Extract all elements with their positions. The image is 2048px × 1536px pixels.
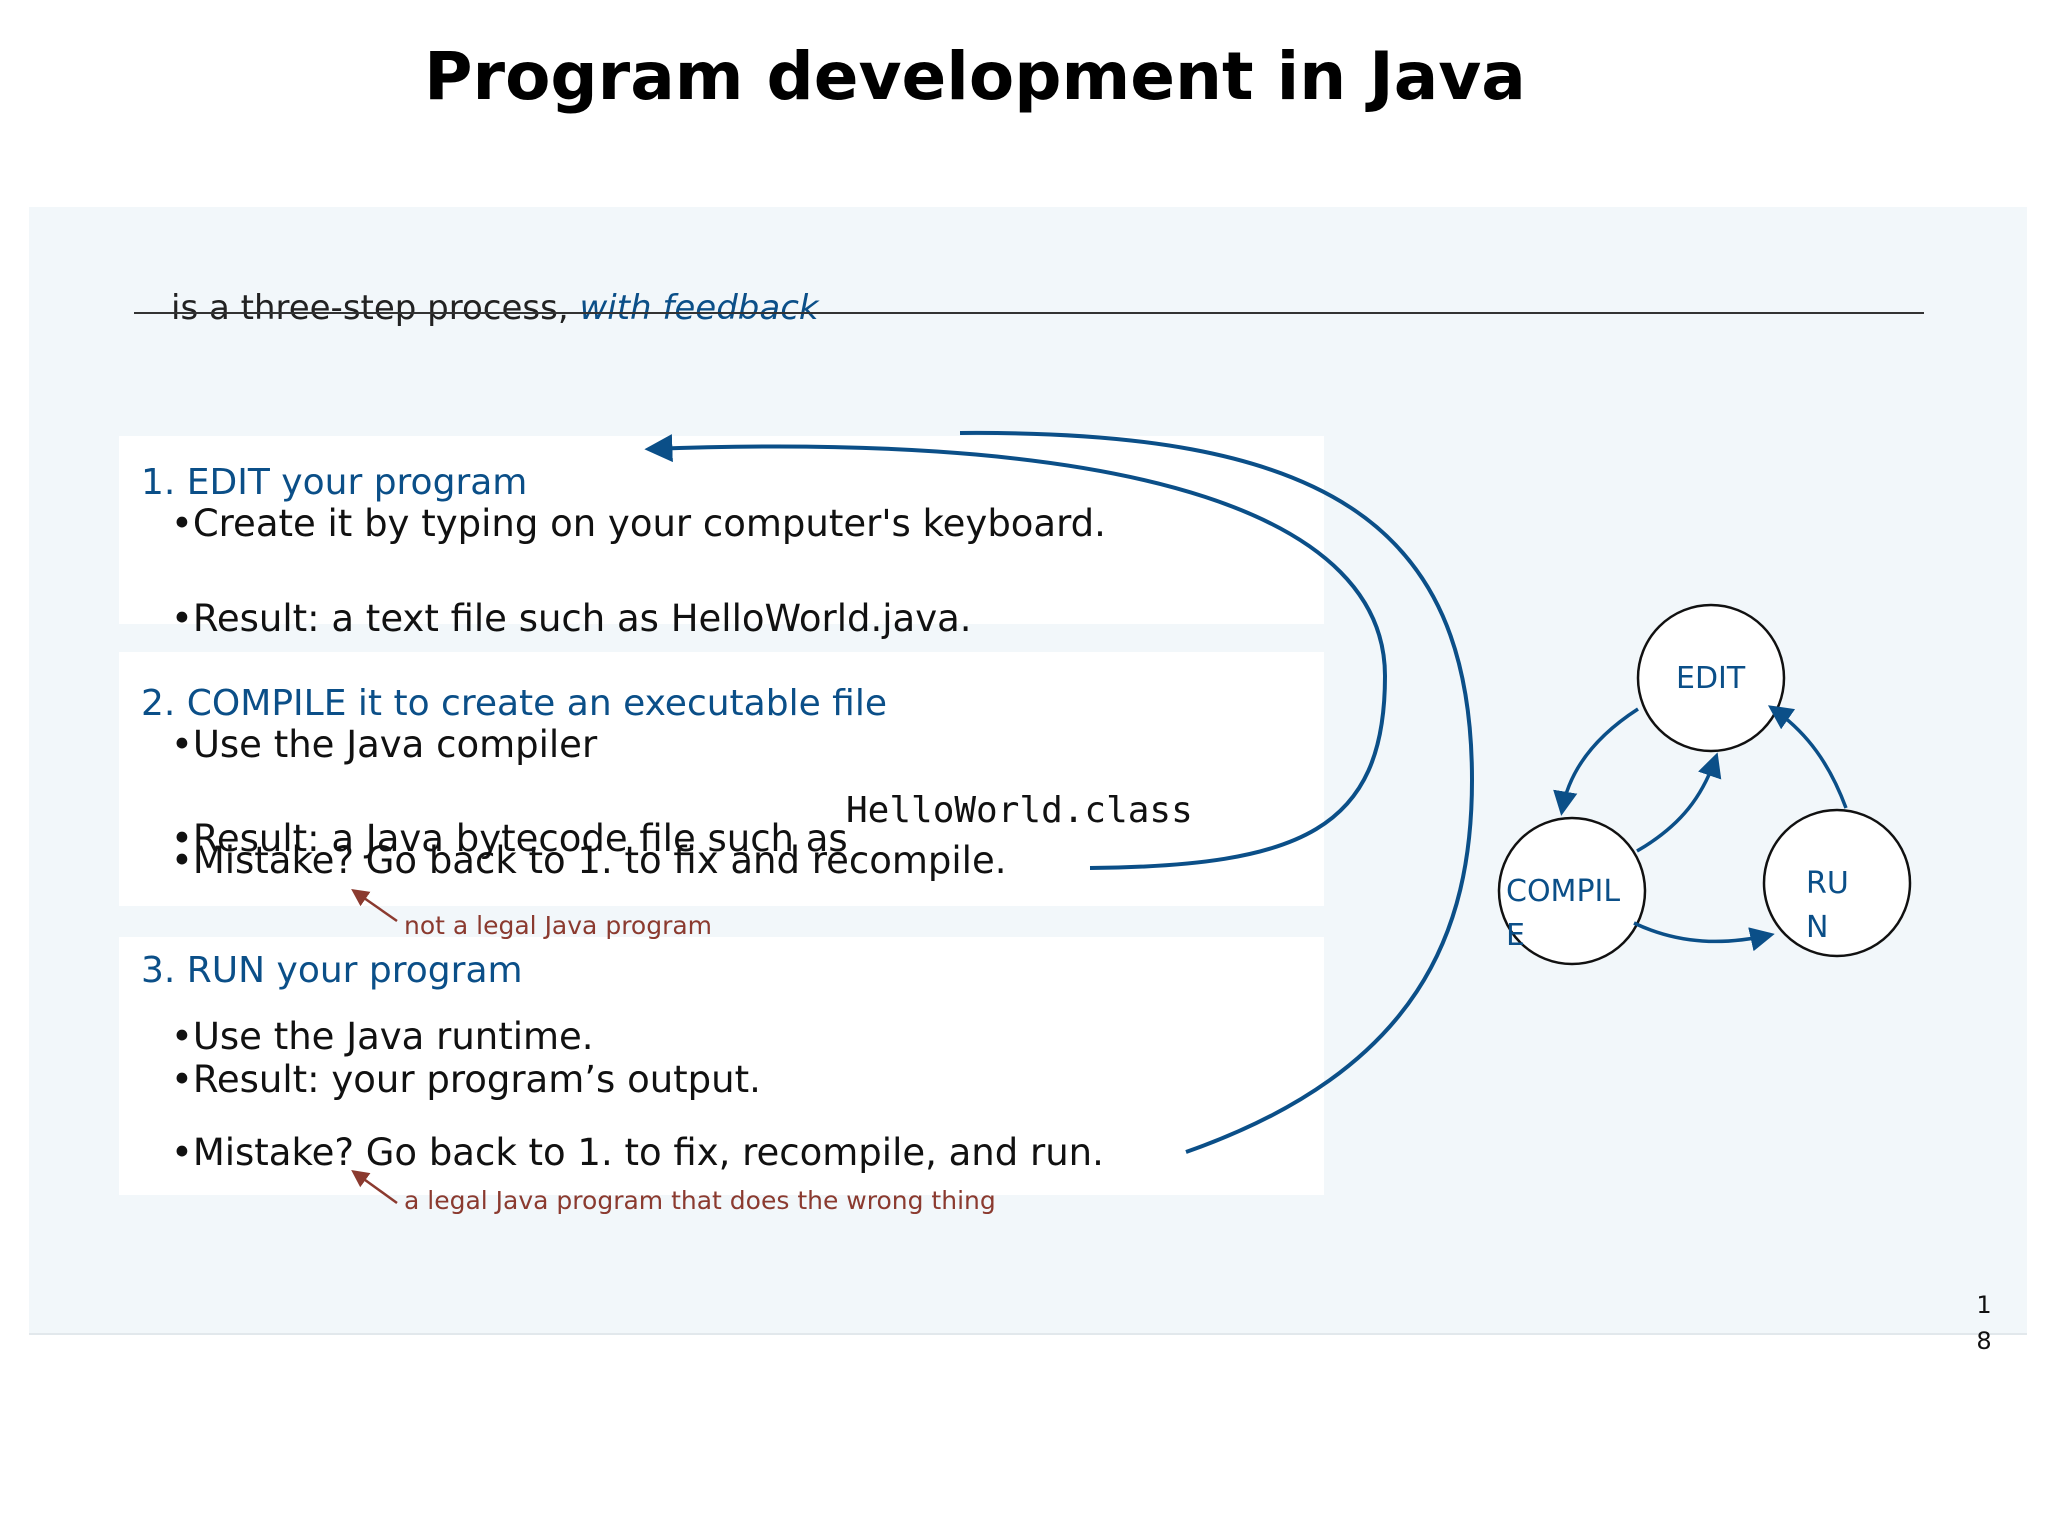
step-box-edit: [119, 436, 1324, 624]
run-feedback-arrow: [959, 430, 1475, 1154]
compile-error-note: not a legal Java program: [404, 911, 713, 940]
cycle-arrow-edit-to-compile: [1553, 707, 1639, 816]
cycle-arrow-run-to-edit: [1767, 705, 1848, 809]
cycle-label-compile-2: E: [1506, 918, 1525, 953]
cycle-label-run-2: N: [1806, 910, 1828, 945]
step-run-bullet-3: •Mistake? Go back to 1. to fix, recompil…: [171, 1131, 1104, 1174]
step-edit-bullet-1: •Create it by typing on your computer's …: [171, 502, 1106, 545]
compile-note-arrow: [351, 888, 398, 923]
step-run-bullet-2: •Result: your program’s output.: [171, 1058, 761, 1101]
step-edit-bullet-2: •Result: a text file such as HelloWorld.…: [171, 597, 972, 640]
step-compile-bullet-3: •Mistake? Go back to 1. to fix and recom…: [171, 839, 1007, 882]
step-run-bullet-1: •Use the Java runtime.: [171, 1015, 594, 1058]
page-number: 18: [1976, 1291, 1992, 1355]
step-box-compile: [119, 652, 1324, 906]
cycle-node-compile: [1497, 816, 1647, 966]
step-heading-edit: 1. EDIT your program: [141, 462, 528, 503]
bytecode-filename: HelloWorld.class: [846, 790, 1193, 831]
cycle-label-compile-1: COMPIL: [1506, 874, 1620, 909]
runtime-error-note: a legal Java program that does the wrong…: [404, 1186, 996, 1215]
cycle-label-run-1: RU: [1806, 866, 1849, 901]
step-box-run: [119, 937, 1324, 1195]
subtitle-rule: [134, 312, 1924, 314]
page-title: Program development in Java: [424, 38, 1526, 115]
cycle-arrow-compile-to-edit: [1636, 752, 1722, 853]
cycle-label-edit: EDIT: [1676, 661, 1746, 696]
subtitle-prefix: is a three-step process,: [171, 288, 569, 328]
cycle-node-run: [1762, 808, 1912, 958]
step-heading-run: 3. RUN your program: [141, 950, 523, 991]
cycle-node-edit: [1636, 603, 1786, 753]
compile-feedback-arrow: [644, 434, 1388, 870]
step-compile-bullet-1: •Use the Java compiler: [171, 723, 598, 766]
step-compile-bullet-2: •Result: a Java bytecode file such as: [171, 817, 848, 860]
cycle-arrow-compile-to-run: [1633, 921, 1775, 952]
run-note-arrow: [351, 1169, 398, 1205]
step-heading-compile: 2. COMPILE it to create an executable fi…: [141, 683, 887, 724]
subtitle-emphasis: with feedback: [579, 288, 819, 328]
subtitle: is a three-step process, with feedback: [171, 288, 819, 328]
